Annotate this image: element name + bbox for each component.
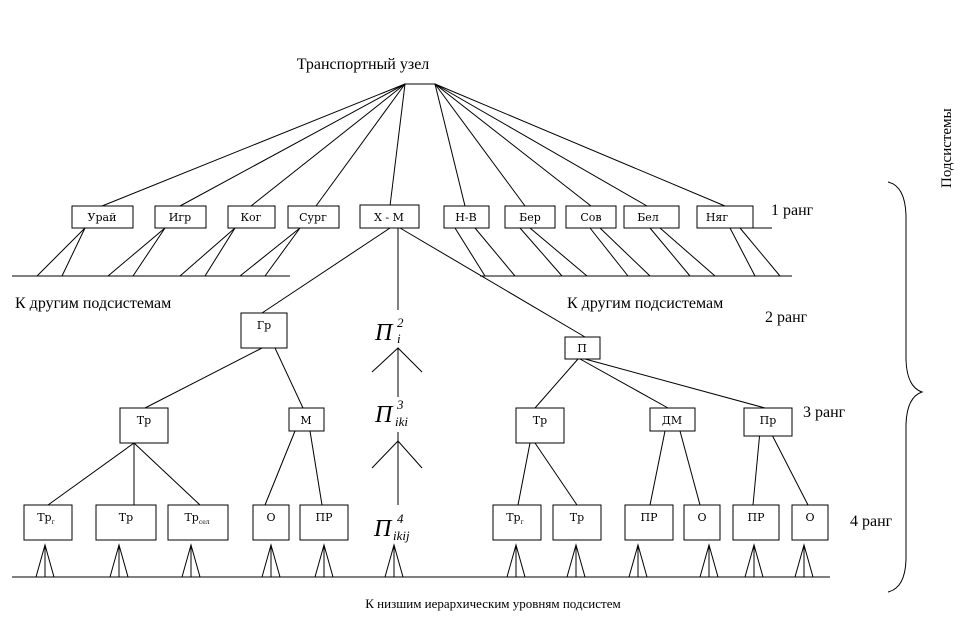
svg-text:4: 4 <box>397 511 404 526</box>
node-ber: Бер <box>504 205 556 229</box>
rank1-label: 1 ранг <box>771 202 814 219</box>
root-label: Транспортный узел <box>297 56 430 73</box>
svg-text:Пр: Пр <box>760 414 777 427</box>
node-m: М <box>288 407 325 432</box>
svg-text:3: 3 <box>396 397 404 412</box>
rank3-nodes: Тр М Тр ДМ Пр <box>119 407 793 444</box>
node-pr-3: ПР <box>732 504 780 541</box>
subsystems-label: Подсистемы <box>939 108 955 188</box>
node-pr-2: ПР <box>624 504 674 541</box>
node-o-2: О <box>683 504 721 541</box>
svg-text:Тр: Тр <box>137 414 151 427</box>
node-o-1: О <box>252 504 290 541</box>
svg-text:Х - М: Х - М <box>374 211 404 224</box>
node-tr-2: Тр <box>95 504 157 541</box>
svg-text:ПР: ПР <box>641 511 659 524</box>
svg-text:Сург: Сург <box>299 211 327 224</box>
node-pr-1: ПР <box>299 504 349 541</box>
node-sov: Сов <box>565 205 617 229</box>
svg-text:ПР: ПР <box>748 511 766 524</box>
bottom-arrows <box>35 543 814 578</box>
node-pr: Пр <box>743 407 793 437</box>
svg-text:Игр: Игр <box>169 211 191 224</box>
svg-text:ДМ: ДМ <box>662 414 682 427</box>
svg-text:2: 2 <box>397 315 404 330</box>
footer-caption: К низшим иерархическим уровням подсистем <box>365 596 620 611</box>
node-igr: Игр <box>154 205 207 229</box>
pi-symbol-4: П 4 ikij <box>373 511 410 543</box>
svg-text:iki: iki <box>395 414 408 429</box>
node-surg: Сург <box>287 205 340 229</box>
svg-text:О: О <box>805 511 814 524</box>
rank4-nodes: Трг Тр Трсел О ПР Трг Тр ПР О ПР О <box>23 504 829 541</box>
node-bel: Бел <box>623 205 680 229</box>
svg-text:Бел: Бел <box>637 211 659 224</box>
svg-text:Ког: Ког <box>241 211 262 224</box>
svg-text:i: i <box>397 331 401 346</box>
svg-text:Тр: Тр <box>533 414 547 427</box>
svg-text:Н-В: Н-В <box>455 211 476 224</box>
node-x-m: Х - М <box>359 204 420 229</box>
node-tr-3: Тр <box>552 504 602 541</box>
node-tr-g-1: Трг <box>23 504 73 541</box>
svg-text:Трг: Трг <box>37 511 55 526</box>
node-n-v: Н-В <box>443 205 490 229</box>
svg-text:Тр: Тр <box>570 511 584 524</box>
node-tr-right: Тр <box>515 407 565 444</box>
pi-symbol-3: П 3 iki <box>374 397 408 429</box>
svg-text:Тр: Тр <box>119 511 133 524</box>
node-dm: ДМ <box>649 407 696 432</box>
node-nyag: Няг <box>696 205 754 229</box>
to-other-subsystems-left: К другим подсистемам <box>15 295 171 312</box>
svg-text:О: О <box>697 511 706 524</box>
svg-text:Трг: Трг <box>506 511 524 526</box>
connector-lines <box>12 83 924 593</box>
to-other-subsystems-right: К другим подсистемам <box>567 295 723 312</box>
node-tr-left: Тр <box>119 407 169 444</box>
svg-text:Бер: Бер <box>519 211 541 224</box>
node-gr: Гр <box>240 312 288 349</box>
rank3-label: 3 ранг <box>803 404 846 421</box>
node-tr-g-2: Трг <box>492 504 542 541</box>
subsystems-brace <box>887 181 924 593</box>
svg-text:Трсел: Трсел <box>184 511 209 526</box>
node-uray: Урай <box>71 205 134 229</box>
node-kog: Ког <box>227 205 276 229</box>
node-tr-sel: Трсел <box>167 504 229 541</box>
svg-text:О: О <box>266 511 275 524</box>
svg-text:П: П <box>577 342 587 355</box>
svg-text:Урай: Урай <box>88 211 117 224</box>
svg-text:Няг: Няг <box>706 211 729 224</box>
svg-text:П: П <box>374 402 394 428</box>
svg-text:ПР: ПР <box>316 511 334 524</box>
node-o-3: О <box>791 504 829 541</box>
svg-text:Сов: Сов <box>580 211 601 224</box>
rank2-label: 2 ранг <box>765 309 808 326</box>
svg-text:Гр: Гр <box>257 319 271 332</box>
svg-text:ikij: ikij <box>393 528 410 543</box>
svg-text:М: М <box>300 414 311 427</box>
pi-symbol-2: П 2 i <box>374 315 404 346</box>
rank2-nodes: Гр П <box>240 312 601 360</box>
node-p: П <box>564 336 601 360</box>
rank4-label: 4 ранг <box>850 513 893 530</box>
rank1-nodes: Урай Игр Ког Сург Х - М Н-В Бер Сов Бел … <box>71 204 754 229</box>
svg-text:П: П <box>373 516 393 542</box>
svg-text:П: П <box>374 320 394 346</box>
